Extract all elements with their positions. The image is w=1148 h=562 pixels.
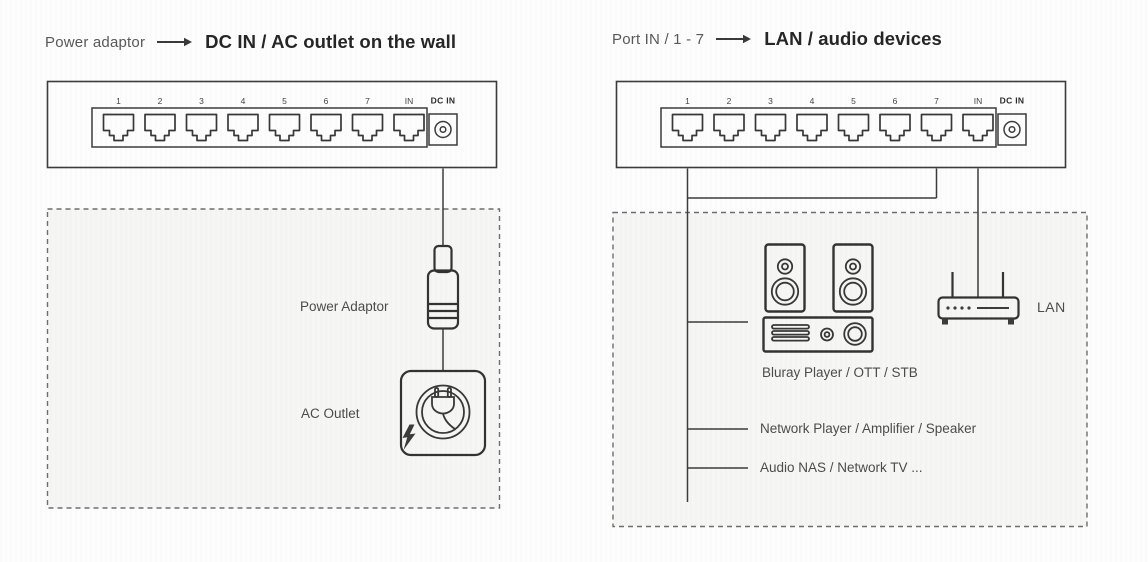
dc-jack-pin [1008, 125, 1016, 134]
dc-in-label: DC IN [1000, 96, 1025, 106]
rj45-port-icon [962, 113, 994, 142]
router-body [937, 296, 1020, 320]
speaker-icon-right [832, 243, 874, 313]
rj45-port-row: 1 2 3 4 5 6 7 IN [102, 96, 425, 142]
plug-with-cord-icon [415, 384, 471, 440]
rj45-port-icon [268, 113, 301, 142]
left-title-main: DC IN / AC outlet on the wall [205, 31, 457, 52]
port-label: IN [405, 96, 414, 106]
dc-jack-ring [434, 120, 452, 139]
rj45-port-icon [713, 113, 745, 142]
port-label: 3 [768, 96, 773, 106]
outlet-frame [399, 369, 487, 457]
port-label: 2 [727, 96, 732, 106]
dc-jack-pin [439, 125, 447, 134]
ac-outlet-label: AC Outlet [301, 406, 360, 421]
port-label: 6 [324, 96, 329, 106]
right-title-prefix: Port IN / 1 - 7 [612, 30, 705, 48]
port-strip [660, 107, 997, 148]
rj45-port-icon [754, 113, 787, 142]
rj45-port-row: 1 2 3 4 5 6 7 IN [671, 96, 994, 142]
dc-barrel-jack-icon [997, 113, 1027, 146]
port-label: 5 [851, 96, 856, 106]
rj45-port-icon [393, 113, 425, 142]
router-foot [942, 318, 948, 325]
rj45-port-icon [351, 113, 384, 142]
rj45-port-icon [837, 113, 870, 142]
port-label: 4 [810, 96, 815, 106]
dc-in-label: DC IN [431, 96, 456, 106]
bluray-player-icon [762, 316, 874, 353]
router-foot [1008, 318, 1014, 325]
power-adaptor-label: Power Adaptor [300, 299, 389, 314]
power-zone-dashed-box [46, 208, 501, 509]
dc-barrel-jack-icon [428, 113, 458, 146]
speaker-icon-left [764, 243, 806, 313]
right-diagram-title: Port IN / 1 - 7 LAN / audio devices [612, 28, 942, 50]
port-label: 5 [282, 96, 287, 106]
plug-tip [433, 244, 453, 274]
port-label: 6 [893, 96, 898, 106]
port-label: 7 [365, 96, 370, 106]
rj45-port-icon [144, 113, 176, 142]
rj45-port-icon [310, 113, 342, 142]
right-title-main: LAN / audio devices [764, 28, 942, 49]
switch-body [615, 80, 1067, 169]
rj45-port-icon [920, 113, 953, 142]
right-arrow-icon [157, 37, 193, 47]
audio-nas-label: Audio NAS / Network TV ... [760, 460, 923, 475]
right-arrow-icon [716, 34, 752, 44]
network-player-label: Network Player / Amplifier / Speaker [760, 421, 977, 436]
port-label: 4 [241, 96, 246, 106]
port-label: 1 [116, 96, 121, 106]
rj45-port-icon [227, 113, 259, 142]
left-title-prefix: Power adaptor [45, 33, 146, 51]
bluray-label: Bluray Player / OTT / STB [762, 365, 918, 380]
port-label: 7 [934, 96, 939, 106]
lan-label: LAN [1037, 299, 1066, 315]
plug-stripes [428, 302, 458, 320]
rj45-port-icon [671, 113, 704, 142]
rj45-port-icon [102, 113, 135, 142]
rj45-port-icon [796, 113, 828, 142]
rj45-port-icon [185, 113, 218, 142]
switch-body [46, 80, 498, 169]
left-diagram-title: Power adaptor DC IN / AC outlet on the w… [45, 31, 456, 53]
port-label: 3 [199, 96, 204, 106]
rj45-port-icon [879, 113, 911, 142]
port-label: IN [974, 96, 983, 106]
router-antennas [951, 272, 1005, 298]
port-label: 1 [685, 96, 690, 106]
ac-outlet-box [399, 369, 487, 457]
switch-rear-panel-right: DC IN 1 2 3 4 5 6 7 IN [615, 80, 1067, 169]
dc-jack-ring [1003, 120, 1021, 139]
wifi-router-icon [937, 272, 1020, 325]
lightning-bolt-icon [402, 424, 416, 450]
port-strip [91, 107, 428, 148]
port-label: 2 [158, 96, 163, 106]
switch-rear-panel-left: DC IN 1 2 3 4 5 6 7 IN [46, 80, 498, 169]
